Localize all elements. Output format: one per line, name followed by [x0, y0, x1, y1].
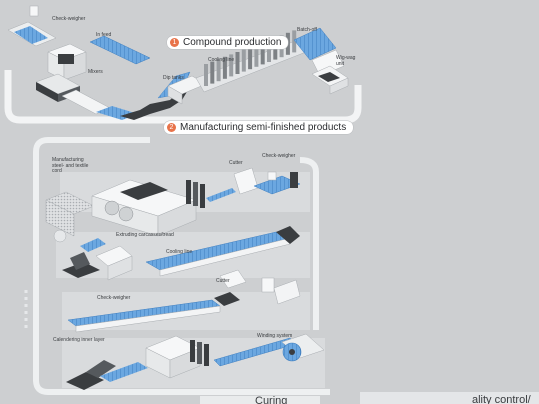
- cooling-rack: [292, 30, 297, 53]
- label-mixers: Mixers: [88, 69, 103, 75]
- line-1-conveyor: [61, 71, 191, 120]
- label-check-weigher-2: Check-weigher: [97, 295, 131, 301]
- section-2-frame: [33, 137, 330, 395]
- section-2-right-frame: [299, 157, 319, 330]
- check-weigher-1: [253, 171, 301, 195]
- winding-system: [281, 333, 325, 362]
- label-batch-off: Batch-off: [297, 27, 317, 33]
- label-calendering: Calendering inner layer: [53, 337, 105, 343]
- calender-cord: [91, 179, 197, 237]
- label-in-feed: In feed: [96, 32, 112, 38]
- cooling-rack: [216, 59, 221, 82]
- bottom-curing-strip: [200, 396, 320, 404]
- section-2-title-text: Manufacturing semi-finished products: [180, 122, 347, 133]
- label-extruding: Extruding carcasses/tread: [116, 232, 174, 238]
- cooling-rack: [235, 52, 240, 74]
- extruder: [62, 238, 133, 281]
- cooling-rack: [267, 40, 271, 62]
- cord-creel: [45, 191, 95, 243]
- wig-wag-unit: [311, 65, 349, 95]
- section-1-title: 1 Compound production: [167, 36, 289, 49]
- label-check-weigher-1: Check-weigher: [262, 153, 296, 159]
- check-weigher-line: [67, 292, 240, 333]
- section-1-title-text: Compound production: [183, 37, 282, 48]
- cooling-line-top: [195, 30, 307, 93]
- cooling-rack: [210, 61, 215, 84]
- section-1-frame: [4, 70, 362, 124]
- cooling-rack: [241, 49, 246, 72]
- dip-tanks: [167, 75, 207, 105]
- label-cutter-1: Cutter: [229, 160, 243, 166]
- top-check-weigher: [7, 5, 57, 47]
- label-dip-tanks: Dip tanks: [163, 75, 184, 81]
- cooling-rack: [222, 56, 227, 79]
- label-mfg-cord: Manufacturing steel- and textile cord: [52, 157, 89, 174]
- cooling-rack: [204, 64, 208, 86]
- label-cooling-line-top: Cooling line: [208, 57, 235, 63]
- label-cutter-2: Cutter: [216, 278, 230, 284]
- section-quality-title: ality control/: [472, 394, 531, 404]
- cooling-rack: [248, 47, 253, 70]
- label-wig-wag-unit: Wig-wag unit: [336, 55, 356, 67]
- label-winding-system: Winding system: [257, 333, 293, 339]
- mixers: [35, 43, 87, 102]
- in-feed-belt: [89, 35, 151, 65]
- section-2-title: 2 Manufacturing semi-finished products: [164, 121, 354, 134]
- batch-off-unit: [293, 27, 345, 77]
- cooling-line-mid: [145, 226, 300, 277]
- label-cooling-line-mid: Cooling line: [166, 249, 193, 255]
- section-curing-title: Curing: [255, 395, 288, 404]
- calendering-line: [66, 335, 297, 390]
- bottom-qc-strip: [360, 392, 539, 404]
- cooling-rack: [254, 44, 259, 67]
- cooling-rack: [260, 42, 265, 65]
- cooling-rack: [229, 54, 234, 77]
- cutter-1: [186, 167, 259, 208]
- section-2-number: 2: [167, 123, 176, 132]
- cutter-2: [219, 269, 301, 305]
- section-1-number: 1: [170, 38, 179, 47]
- label-check-weigher-top: Check-weigher: [52, 16, 86, 22]
